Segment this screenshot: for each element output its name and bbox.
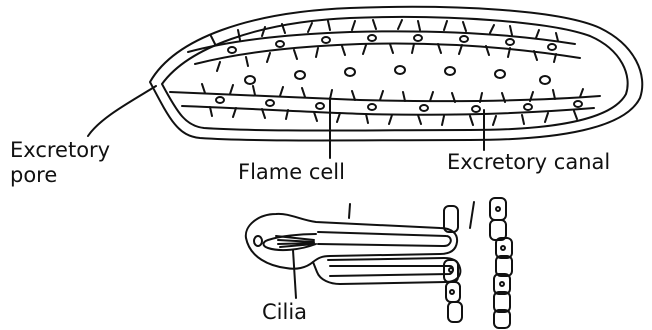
upper-excretory-canal [188,20,580,84]
enlarged-canal-leader [470,202,474,228]
excretory-pore-label: Excretory pore [10,138,110,188]
excretory-canal-label: Excretory canal [447,150,610,175]
flame-cell-label: Flame cell [238,160,345,185]
lower-excretory-canal [170,84,600,125]
enlarged-flame-cell [246,214,461,284]
pore-leader-line [88,86,156,136]
enlarged-excretory-canal [444,198,512,328]
enlarged-flame-cell-leader [349,204,350,218]
cilia-leader-line [293,250,296,298]
cilia-label: Cilia [262,300,307,325]
